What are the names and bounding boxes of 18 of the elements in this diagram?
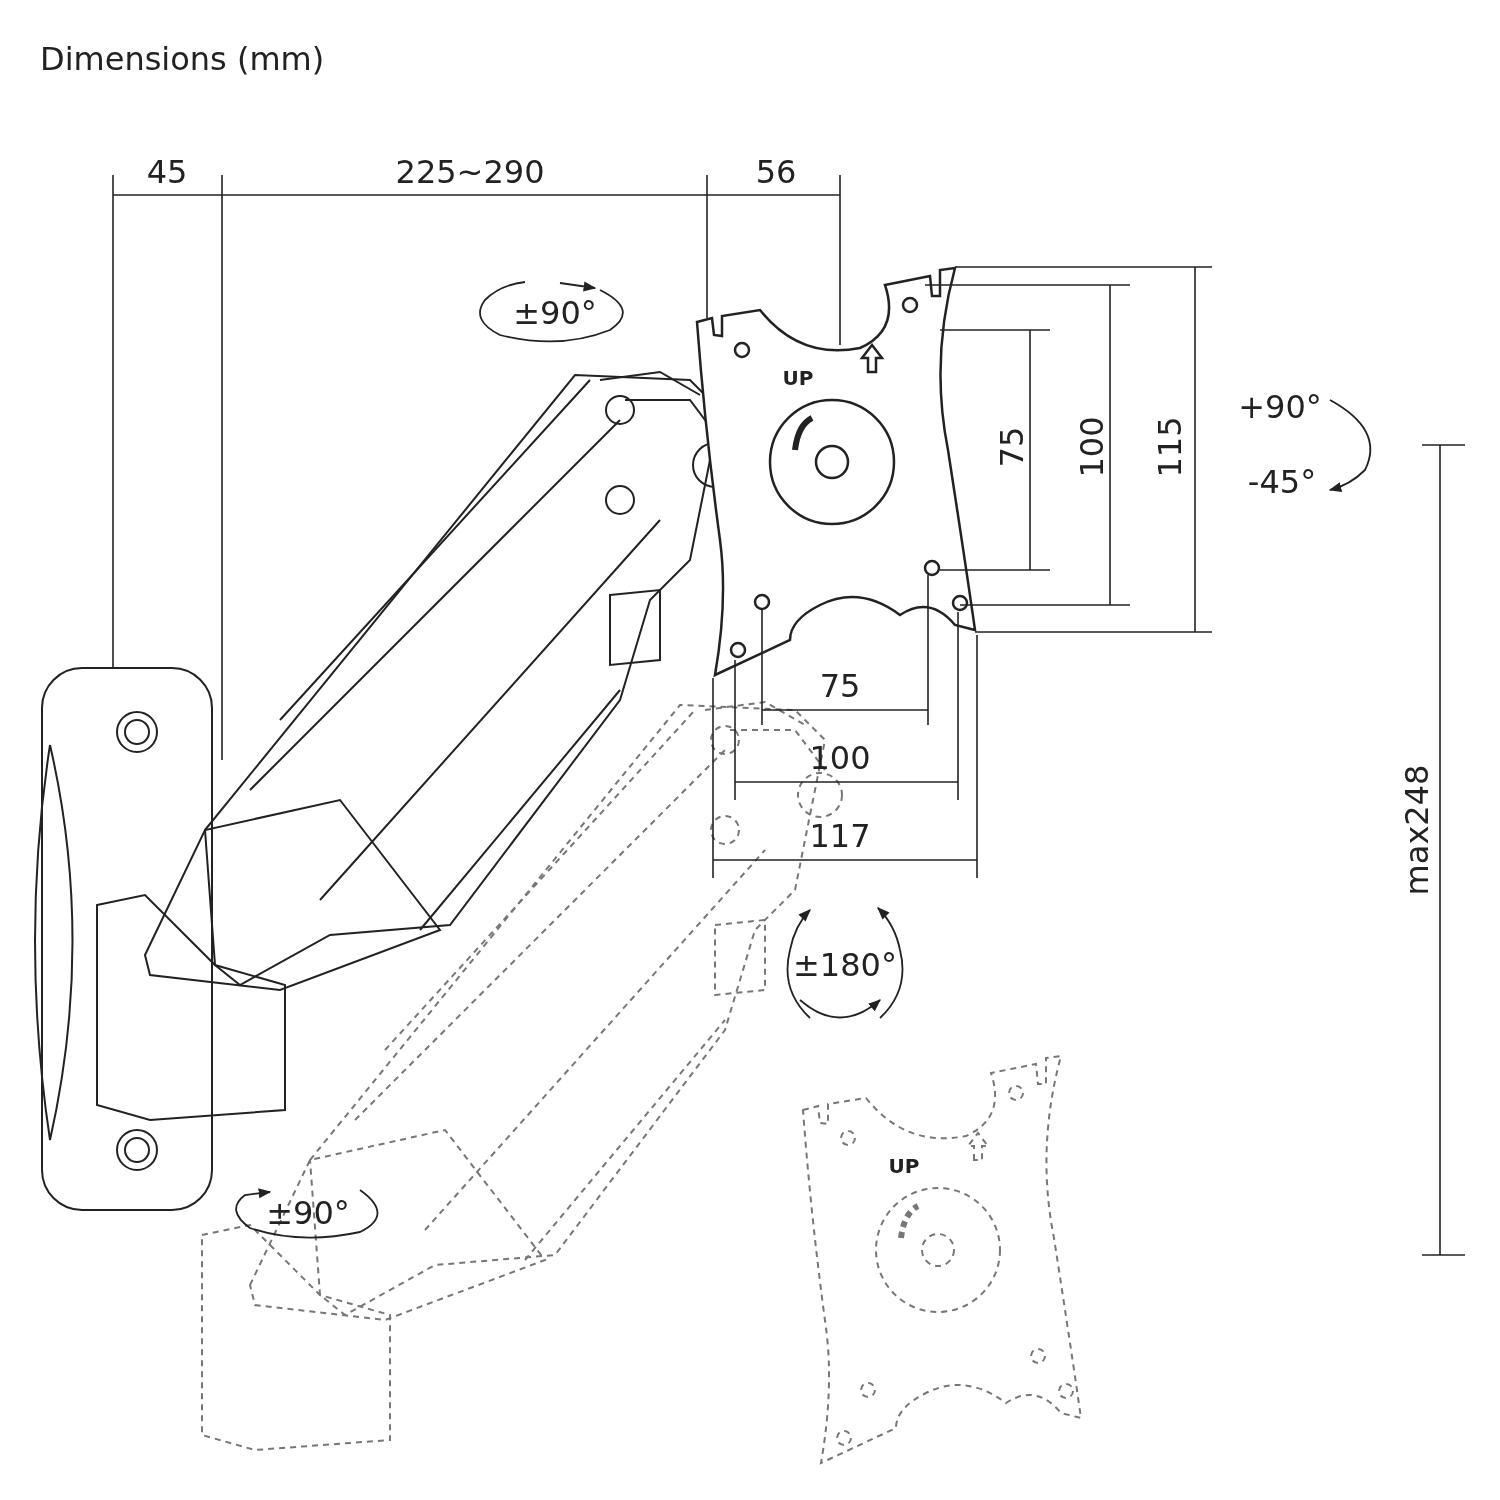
rotation-label: ±90° — [513, 297, 597, 329]
dimension-label: 115 — [1154, 416, 1186, 478]
dimension-label: 225~290 — [395, 156, 545, 188]
rotation-label: +90° — [1238, 391, 1322, 423]
dimension-label: 100 — [1076, 416, 1108, 478]
rotation-label: ±180° — [793, 949, 897, 981]
dimension-label: 45 — [146, 156, 188, 188]
dimension-label: 117 — [809, 820, 871, 852]
dimension-label: 75 — [996, 426, 1028, 468]
drawing-title: Dimensions (mm) — [40, 40, 325, 78]
plate-marking: UP — [782, 368, 814, 388]
dimension-label: 56 — [755, 156, 797, 188]
dimension-label: 75 — [819, 670, 861, 702]
rotation-label: ±90° — [266, 1197, 350, 1229]
plate-marking: UP — [888, 1156, 920, 1176]
dimension-label: 100 — [809, 742, 871, 774]
rotation-label: -45° — [1247, 466, 1317, 498]
dimension-label: max248 — [1401, 764, 1433, 896]
